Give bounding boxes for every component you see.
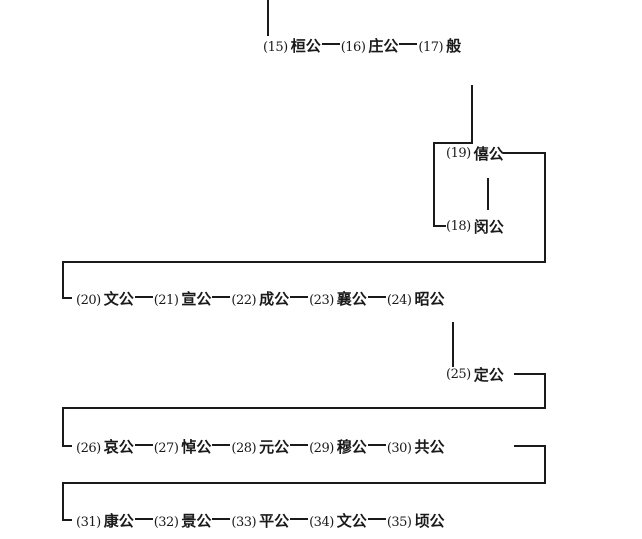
ruler-name: 元公 bbox=[259, 437, 290, 456]
ruler-17: (17)般 bbox=[418, 35, 461, 56]
ruler-name: 襄公 bbox=[336, 289, 367, 308]
ruler-number: (24) bbox=[386, 292, 412, 308]
ruler-number: (25) bbox=[446, 366, 471, 382]
ruler-number: (26) bbox=[76, 440, 101, 456]
ruler-name: 文公 bbox=[336, 511, 367, 530]
ruler-number: (21) bbox=[153, 292, 179, 308]
succession-dash bbox=[321, 43, 340, 45]
succession-dash bbox=[212, 296, 231, 298]
ruler-name: 闵公 bbox=[473, 217, 504, 236]
connector-25-to-26 bbox=[62, 373, 546, 447]
ruler-name: 宣公 bbox=[181, 289, 212, 308]
succession-dash bbox=[212, 518, 231, 520]
ruler-19: (19)僖公 bbox=[446, 144, 504, 163]
ruler-23: (23)襄公 bbox=[309, 288, 367, 309]
ruler-name: 哀公 bbox=[103, 437, 134, 456]
lineage-row-5: (26)哀公 (27)悼公 (28)元公 (29)穆公 (30)共公 bbox=[76, 436, 445, 457]
ruler-20: (20)文公 bbox=[76, 288, 134, 309]
ruler-28: (28)元公 bbox=[231, 436, 289, 457]
connector-30-to-31 bbox=[62, 445, 546, 521]
succession-dash bbox=[367, 444, 386, 446]
ruler-number: (16) bbox=[340, 39, 366, 55]
ruler-name: 平公 bbox=[259, 511, 290, 530]
lineage-row-1: (15)桓公 (16)庄公 (17)般 bbox=[263, 35, 461, 56]
connector-17-to-18 bbox=[433, 85, 473, 227]
ruler-number: (28) bbox=[231, 440, 257, 456]
ruler-number: (18) bbox=[446, 218, 471, 234]
ruler-29: (29)穆公 bbox=[309, 436, 367, 457]
ruler-32: (32)景公 bbox=[154, 510, 212, 531]
ruler-26: (26)哀公 bbox=[76, 436, 134, 457]
ruler-name: 定公 bbox=[473, 365, 504, 384]
ruler-number: (15) bbox=[263, 39, 288, 55]
ruler-number: (35) bbox=[386, 514, 412, 530]
connector-19-to-20 bbox=[62, 152, 546, 299]
succession-dash bbox=[134, 518, 153, 520]
ruler-number: (22) bbox=[231, 292, 257, 308]
ruler-24: (24)昭公 bbox=[387, 288, 445, 309]
ruler-25: (25)定公 bbox=[446, 365, 504, 384]
ruler-34: (34)文公 bbox=[309, 510, 367, 531]
ruler-number: (20) bbox=[76, 292, 101, 308]
succession-dash bbox=[399, 43, 418, 45]
ruler-number: (27) bbox=[153, 440, 179, 456]
succession-dash bbox=[290, 518, 309, 520]
succession-dash bbox=[290, 296, 309, 298]
ruler-27: (27)悼公 bbox=[154, 436, 212, 457]
ruler-16: (16)庄公 bbox=[341, 35, 399, 56]
ruler-name: 成公 bbox=[259, 289, 290, 308]
ruler-number: (23) bbox=[309, 292, 334, 308]
succession-dash bbox=[212, 444, 231, 446]
ruler-name: 桓公 bbox=[290, 36, 321, 55]
ruler-name: 僖公 bbox=[473, 144, 504, 163]
ruler-number: (19) bbox=[446, 145, 471, 161]
succession-dash bbox=[134, 444, 153, 446]
ruler-number: (17) bbox=[418, 39, 444, 55]
lineage-row-3: (20)文公 (21)宣公 (22)成公 (23)襄公 (24)昭公 bbox=[76, 288, 445, 309]
ruler-name: 景公 bbox=[181, 511, 212, 530]
ruler-name: 昭公 bbox=[414, 289, 445, 308]
ruler-name: 般 bbox=[446, 36, 462, 55]
ruler-15: (15)桓公 bbox=[263, 35, 321, 56]
ruler-name: 穆公 bbox=[336, 437, 367, 456]
succession-dash bbox=[290, 444, 309, 446]
ruler-number: (29) bbox=[309, 440, 334, 456]
ruler-number: (30) bbox=[386, 440, 412, 456]
ruler-30: (30)共公 bbox=[387, 436, 445, 457]
ruler-name: 悼公 bbox=[181, 437, 212, 456]
ruler-name: 庄公 bbox=[368, 36, 399, 55]
ruler-18: (18)闵公 bbox=[446, 217, 504, 236]
ruler-31: (31)康公 bbox=[76, 510, 134, 531]
lineage-row-6: (31)康公 (32)景公 (33)平公 (34)文公 (35)顷公 bbox=[76, 510, 445, 531]
ruler-name: 文公 bbox=[103, 289, 134, 308]
ruler-name: 康公 bbox=[103, 511, 134, 530]
ruler-number: (32) bbox=[153, 514, 179, 530]
ruler-number: (31) bbox=[76, 514, 101, 530]
ruler-name: 顷公 bbox=[414, 511, 445, 530]
ruler-number: (34) bbox=[309, 514, 334, 530]
ruler-22: (22)成公 bbox=[231, 288, 289, 309]
ruler-33: (33)平公 bbox=[231, 510, 289, 531]
succession-dash bbox=[134, 296, 153, 298]
succession-dash bbox=[367, 296, 386, 298]
ruler-name: 共公 bbox=[414, 437, 445, 456]
ruler-35: (35)顷公 bbox=[387, 510, 445, 531]
ruler-number: (33) bbox=[231, 514, 257, 530]
succession-dash bbox=[367, 518, 386, 520]
ruler-21: (21)宣公 bbox=[154, 288, 212, 309]
